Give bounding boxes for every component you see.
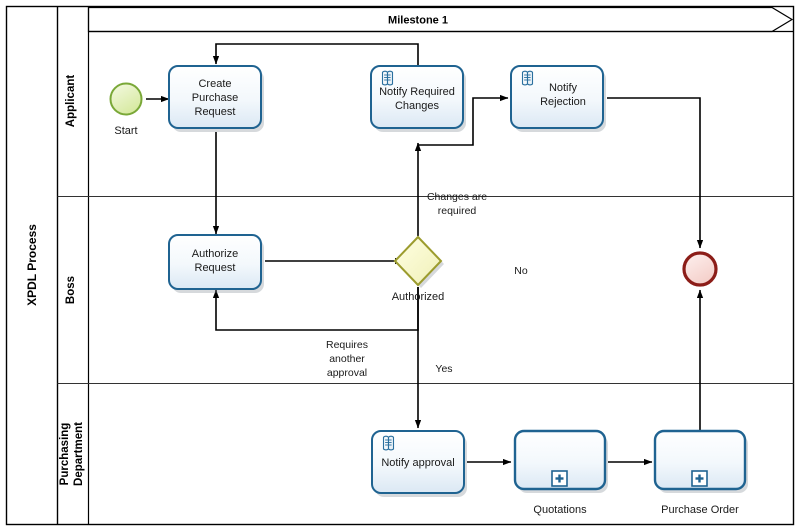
flow-label-changes-are-required: Changes are required — [427, 191, 487, 217]
task-label-line: Notify approval — [381, 457, 454, 469]
flow-label-line: required — [438, 205, 477, 217]
end-event[interactable] — [682, 251, 718, 287]
gateway-authorized-diamond[interactable] — [393, 235, 443, 287]
collapsed-subprocess-plus-icon — [551, 470, 568, 487]
start-event-circle[interactable] — [109, 82, 143, 116]
start-event-label: Start — [114, 125, 137, 137]
flow-label-yes: Yes — [435, 363, 452, 375]
task-notify-rejection-box[interactable] — [510, 65, 604, 129]
subprocess-quotations-box[interactable] — [513, 429, 607, 491]
task-label-line: Changes — [395, 100, 440, 112]
task-authorize-request[interactable]: Authorize Request — [168, 234, 264, 293]
start-event[interactable]: Start — [109, 82, 143, 138]
lane-label-purchasing-line2: Department — [73, 422, 85, 486]
subprocess-purchase-order-label: Purchase Order — [661, 504, 739, 516]
script-task-icon — [382, 435, 395, 451]
task-label-line: Request — [195, 106, 236, 118]
pool-frame — [5, 5, 795, 526]
lane-label-boss: Boss — [65, 276, 77, 304]
gateway-authorized[interactable]: Authorized — [392, 235, 445, 303]
flow-label-requires-another-approval: Requires another approval — [326, 339, 368, 379]
subprocess-quotations-label: Quotations — [533, 504, 587, 516]
subprocess-purchase-order[interactable]: Purchase Order — [653, 429, 748, 516]
pool-label: XPDL Process — [25, 224, 39, 306]
gateway-authorized-label: Authorized — [392, 291, 445, 303]
subprocess-purchase-order-box[interactable] — [653, 429, 747, 491]
flow-label-line: another — [329, 353, 365, 365]
flow-changes-to-rejection — [418, 94, 509, 146]
task-label-line: Notify — [549, 82, 578, 94]
task-label-line: Purchase — [192, 92, 238, 104]
task-notify-approval[interactable]: Notify approval — [371, 430, 467, 497]
collapsed-subprocess-plus-icon — [691, 470, 708, 487]
flow-rejection-to-end — [607, 97, 704, 249]
lane-label-applicant-text: Applicant — [65, 75, 77, 128]
task-label-line: Rejection — [540, 96, 586, 108]
sequence-flows — [146, 43, 704, 466]
task-notify-approval-box[interactable] — [371, 430, 465, 494]
task-authorize-request-box[interactable] — [168, 234, 262, 290]
lane-label-purchasing: Purchasing Department — [59, 422, 85, 486]
end-event-circle[interactable] — [682, 251, 718, 287]
flow-gateway-requires-another-approval — [212, 287, 419, 331]
milestone-band-1: Milestone 1 — [87, 6, 794, 33]
pool-label-text: XPDL Process — [25, 224, 39, 306]
task-notify-required-changes-box[interactable] — [370, 65, 464, 129]
task-notify-required-changes[interactable]: Notify Required Changes — [370, 65, 466, 132]
task-label-line: Authorize — [192, 248, 238, 260]
task-notify-rejection[interactable]: Notify Rejection — [510, 65, 606, 132]
milestone-label-1: Milestone 1 — [388, 15, 448, 27]
task-create-purchase-request[interactable]: Create Purchase Request — [168, 65, 264, 132]
script-task-icon — [521, 70, 534, 86]
lane-label-boss-text: Boss — [65, 276, 77, 304]
flow-label-no: No — [514, 265, 528, 277]
task-label-line: Notify Required — [379, 86, 455, 98]
task-create-purchase-request-box[interactable] — [168, 65, 262, 129]
flow-changes-to-create — [212, 43, 419, 66]
task-label-line: Create — [198, 78, 231, 90]
flow-label-line: approval — [327, 367, 367, 379]
script-task-icon — [381, 70, 394, 86]
flow-label-line: Yes — [435, 363, 452, 375]
subprocess-quotations[interactable]: Quotations — [513, 429, 608, 516]
flow-label-line: Changes are — [427, 191, 487, 203]
lane-label-applicant: Applicant — [65, 75, 77, 128]
lane-separators — [57, 196, 794, 384]
lane-label-purchasing-line1: Purchasing — [59, 423, 71, 486]
flow-label-line: No — [514, 265, 528, 277]
task-label-line: Request — [195, 262, 236, 274]
flow-label-line: Requires — [326, 339, 368, 351]
